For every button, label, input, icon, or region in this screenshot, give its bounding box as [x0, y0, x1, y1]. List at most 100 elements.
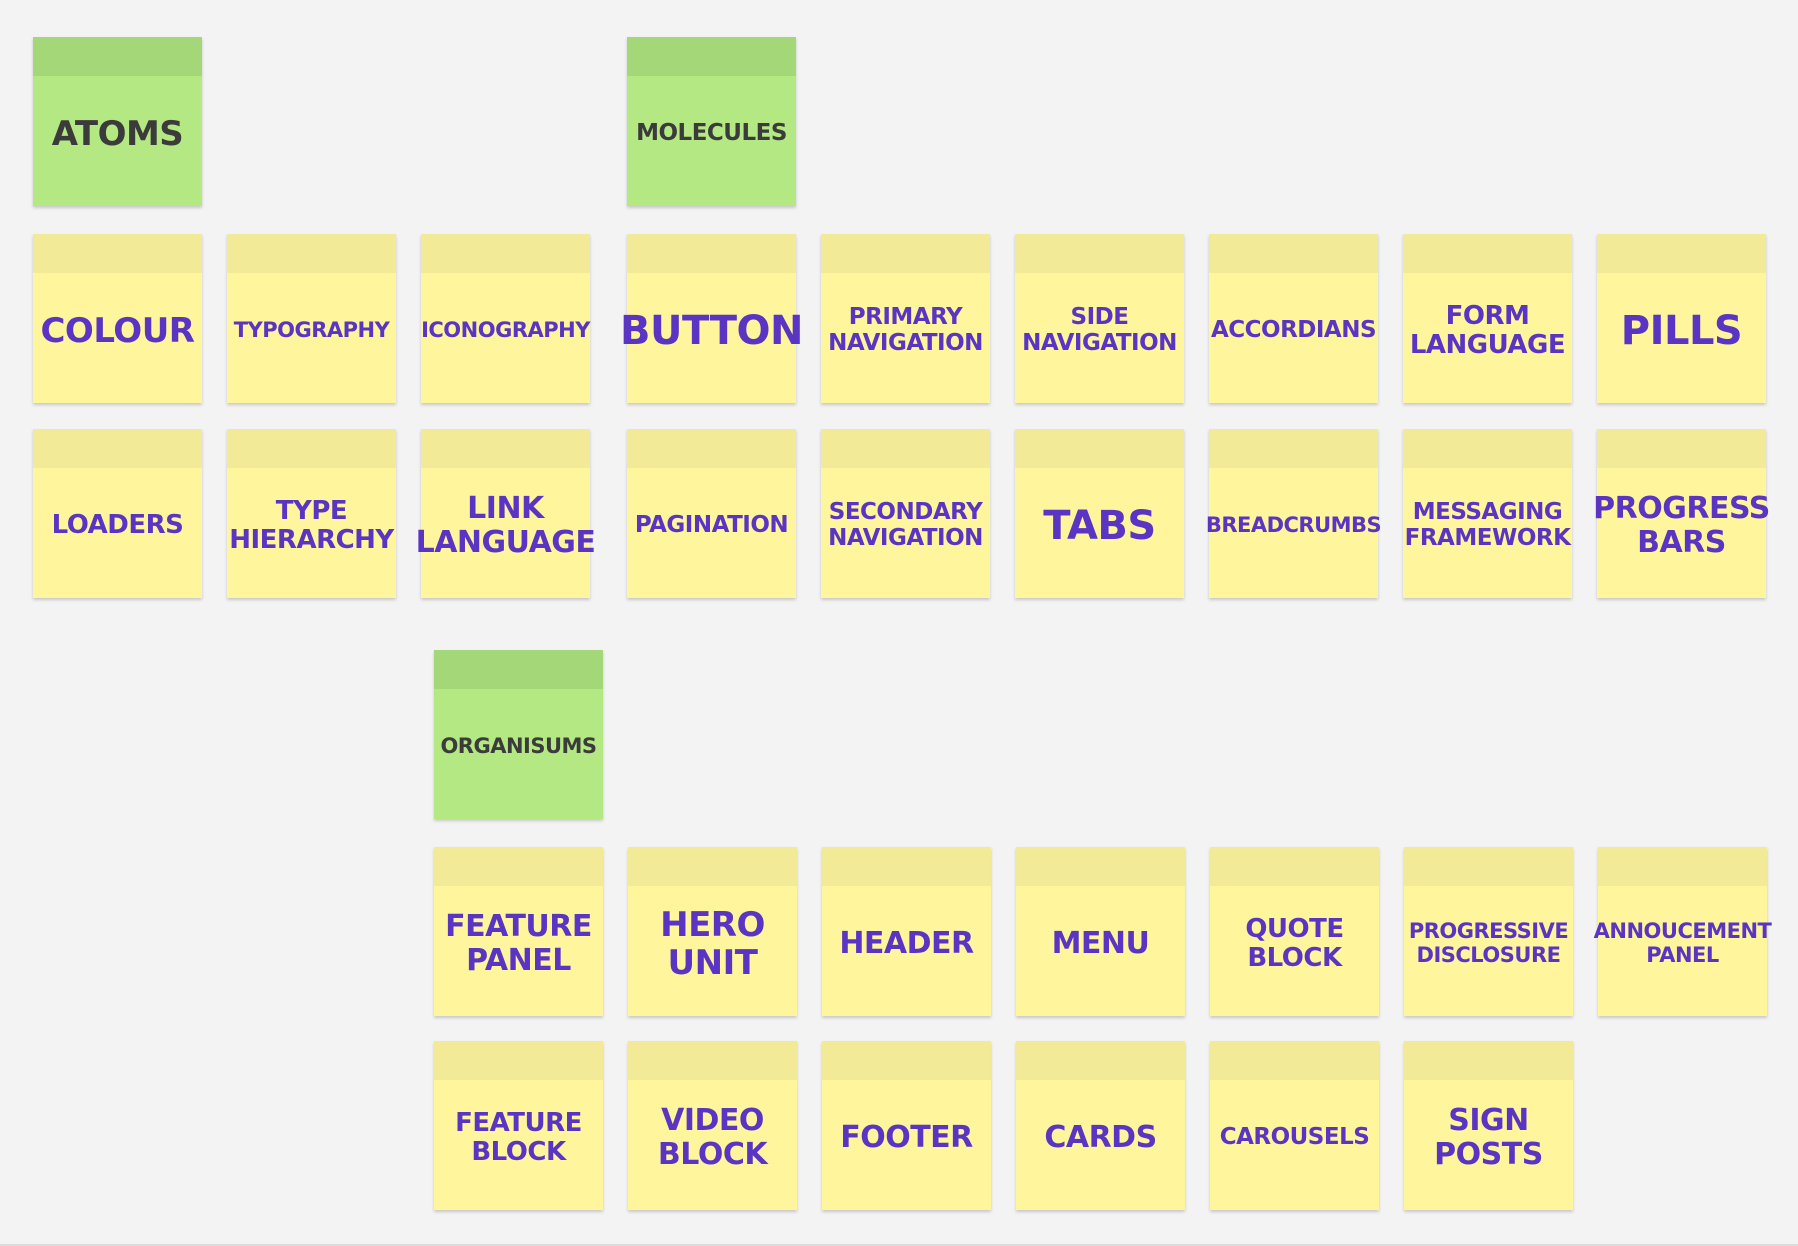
- sticky-note-quote-block[interactable]: QUOTE BLOCK: [1210, 847, 1379, 1016]
- note-band: [227, 234, 396, 273]
- sticky-note-secondary-navigation[interactable]: SECONDARY NAVIGATION: [821, 429, 990, 598]
- note-band: [1597, 429, 1766, 468]
- note-band: [1403, 429, 1572, 468]
- note-band: [434, 1041, 603, 1080]
- note-label: SIGN POSTS: [1434, 1103, 1543, 1172]
- sticky-note-annoucement-panel[interactable]: ANNOUCEMENT PANEL: [1593, 847, 1772, 1016]
- note-label: ANNOUCEMENT PANEL: [1593, 919, 1772, 967]
- note-band: [822, 1041, 991, 1080]
- note-band: [1016, 847, 1185, 886]
- sticky-note-pagination[interactable]: PAGINATION: [627, 429, 796, 598]
- note-band: [1015, 429, 1184, 468]
- note-band: [227, 429, 396, 468]
- note-band: [1404, 847, 1573, 886]
- category-note-molecules[interactable]: MOLECULES: [627, 37, 796, 206]
- category-note-organisms[interactable]: ORGANISUMS: [434, 650, 603, 819]
- note-label: ATOMS: [51, 113, 184, 154]
- sticky-note-feature-block[interactable]: FEATURE BLOCK: [434, 1041, 603, 1210]
- note-band: [1404, 1041, 1573, 1080]
- note-label: PROGRESS BARS: [1593, 491, 1770, 560]
- sticky-note-sign-posts[interactable]: SIGN POSTS: [1404, 1041, 1573, 1210]
- note-band: [628, 847, 797, 886]
- sticky-note-header[interactable]: HEADER: [822, 847, 991, 1016]
- note-label: FEATURE BLOCK: [455, 1107, 582, 1167]
- note-label: CAROUSELS: [1219, 1124, 1370, 1151]
- note-band: [33, 37, 202, 76]
- note-band: [1016, 1041, 1185, 1080]
- sticky-note-pills[interactable]: PILLS: [1597, 234, 1766, 403]
- sticky-note-side-navigation[interactable]: SIDE NAVIGATION: [1015, 234, 1184, 403]
- note-label: LINK LANGUAGE: [415, 491, 596, 560]
- note-label: FORM LANGUAGE: [1409, 300, 1566, 360]
- sticky-note-feature-panel[interactable]: FEATURE PANEL: [434, 847, 603, 1016]
- note-label: MENU: [1051, 926, 1150, 962]
- sticky-note-carousels[interactable]: CAROUSELS: [1210, 1041, 1379, 1210]
- sticky-note-colour[interactable]: COLOUR: [33, 234, 202, 403]
- note-band: [821, 234, 990, 273]
- sticky-note-button[interactable]: BUTTON: [620, 234, 803, 403]
- note-label: MOLECULES: [636, 120, 787, 147]
- note-band: [1403, 234, 1572, 273]
- note-band: [1210, 847, 1379, 886]
- sticky-note-form-language[interactable]: FORM LANGUAGE: [1403, 234, 1572, 403]
- note-band: [421, 429, 590, 468]
- sticky-note-breadcrumbs[interactable]: BREADCRUMBS: [1205, 429, 1382, 598]
- board-bottom-edge: [0, 1244, 1798, 1246]
- note-band: [33, 429, 202, 468]
- note-label: HERO UNIT: [660, 904, 765, 983]
- note-label: HEADER: [839, 926, 974, 962]
- note-label: PAGINATION: [634, 512, 789, 539]
- sticky-note-loaders[interactable]: LOADERS: [33, 429, 202, 598]
- note-label: QUOTE BLOCK: [1245, 913, 1344, 973]
- sticky-note-typography[interactable]: TYPOGRAPHY: [227, 234, 396, 403]
- note-band: [1015, 234, 1184, 273]
- note-label: BUTTON: [620, 307, 803, 354]
- note-band: [628, 1041, 797, 1080]
- note-band: [627, 234, 796, 273]
- sticky-note-footer[interactable]: FOOTER: [822, 1041, 991, 1210]
- sticky-note-progress-bars[interactable]: PROGRESS BARS: [1593, 429, 1770, 598]
- note-band: [421, 234, 590, 273]
- sticky-note-iconography[interactable]: ICONOGRAPHY: [421, 234, 590, 403]
- note-label: FEATURE PANEL: [445, 909, 592, 978]
- note-label: COLOUR: [40, 310, 195, 351]
- note-label: PROGRESSIVE DISCLOSURE: [1408, 919, 1569, 967]
- sticky-note-type-hierarchy[interactable]: TYPE HIERARCHY: [227, 429, 396, 598]
- category-note-atoms[interactable]: ATOMS: [33, 37, 202, 206]
- note-label: SIDE NAVIGATION: [1022, 304, 1177, 356]
- note-label: PRIMARY NAVIGATION: [828, 304, 983, 356]
- note-label: TYPE HIERARCHY: [229, 495, 394, 555]
- note-label: ORGANISUMS: [440, 734, 597, 759]
- sticky-note-progressive-disclosure[interactable]: PROGRESSIVE DISCLOSURE: [1404, 847, 1573, 1016]
- note-band: [33, 234, 202, 273]
- sticky-note-cards[interactable]: CARDS: [1016, 1041, 1185, 1210]
- sticky-note-accordians[interactable]: ACCORDIANS: [1209, 234, 1378, 403]
- note-label: TABS: [1043, 502, 1156, 549]
- note-band: [627, 429, 796, 468]
- note-band: [434, 650, 603, 689]
- sticky-note-primary-navigation[interactable]: PRIMARY NAVIGATION: [821, 234, 990, 403]
- sticky-note-tabs[interactable]: TABS: [1015, 429, 1184, 598]
- sticky-note-hero-unit[interactable]: HERO UNIT: [628, 847, 797, 1016]
- note-label: MESSAGING FRAMEWORK: [1404, 499, 1571, 551]
- note-label: FOOTER: [840, 1120, 973, 1156]
- note-band: [1210, 1041, 1379, 1080]
- note-band: [434, 847, 603, 886]
- note-label: CARDS: [1044, 1120, 1157, 1156]
- note-label: ACCORDIANS: [1210, 317, 1377, 344]
- sticky-note-messaging-framework[interactable]: MESSAGING FRAMEWORK: [1403, 429, 1572, 598]
- note-band: [1209, 429, 1378, 468]
- note-label: VIDEO BLOCK: [657, 1103, 768, 1172]
- note-label: ICONOGRAPHY: [421, 318, 590, 343]
- note-band: [1209, 234, 1378, 273]
- sticky-note-link-language[interactable]: LINK LANGUAGE: [415, 429, 596, 598]
- note-band: [627, 37, 796, 76]
- note-band: [822, 847, 991, 886]
- sticky-note-video-block[interactable]: VIDEO BLOCK: [628, 1041, 797, 1210]
- note-band: [1598, 847, 1767, 886]
- note-label: SECONDARY NAVIGATION: [828, 499, 983, 551]
- sticky-note-menu[interactable]: MENU: [1016, 847, 1185, 1016]
- note-band: [1597, 234, 1766, 273]
- note-label: BREADCRUMBS: [1205, 513, 1382, 538]
